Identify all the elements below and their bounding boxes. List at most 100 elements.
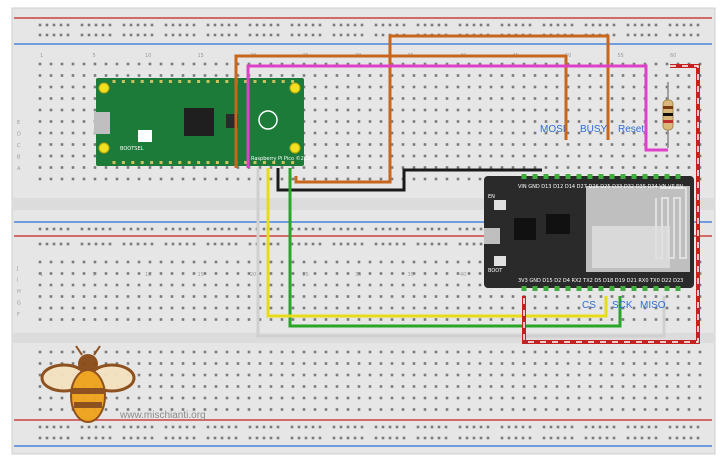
hole	[478, 120, 482, 123]
pico-pin	[150, 80, 154, 83]
hole	[225, 408, 229, 411]
hole	[269, 177, 273, 181]
hole	[395, 425, 399, 429]
hole	[588, 143, 592, 146]
hole	[665, 166, 669, 169]
hole	[445, 350, 449, 354]
power-rails	[14, 17, 712, 447]
hole	[544, 318, 548, 321]
hole	[192, 272, 196, 275]
hole	[563, 425, 567, 429]
hole	[346, 33, 350, 37]
hole	[291, 74, 295, 77]
hole	[374, 227, 378, 231]
hole	[291, 272, 295, 275]
hole	[445, 408, 449, 411]
hole	[401, 62, 405, 66]
hole	[507, 23, 511, 27]
hole	[203, 318, 207, 321]
hole	[489, 306, 493, 310]
hole	[115, 272, 119, 275]
hole	[544, 97, 548, 100]
hole	[346, 408, 350, 411]
hole	[434, 85, 438, 89]
hole	[324, 295, 328, 298]
hole	[379, 272, 383, 275]
hole	[566, 62, 570, 66]
hole	[577, 154, 581, 158]
hole	[108, 436, 112, 440]
hole	[598, 23, 602, 27]
hole	[643, 306, 647, 310]
hole	[555, 74, 559, 77]
hole	[522, 85, 526, 89]
hole	[412, 74, 416, 77]
hole	[676, 74, 680, 77]
hole	[423, 436, 427, 440]
hole	[170, 373, 174, 377]
hole	[437, 425, 441, 429]
hole	[357, 272, 361, 275]
hole	[500, 425, 504, 429]
hole	[122, 242, 126, 246]
hole	[115, 396, 119, 400]
hole	[82, 295, 86, 298]
hole	[423, 108, 427, 112]
esp32-pin	[631, 174, 637, 179]
hole	[93, 85, 97, 89]
hole	[192, 408, 196, 411]
hole	[533, 108, 537, 112]
hole	[423, 242, 427, 246]
hole	[588, 108, 592, 112]
hole	[71, 272, 75, 275]
hole	[225, 166, 229, 169]
hole	[82, 131, 86, 135]
hole	[467, 120, 471, 123]
esp32-pin	[598, 174, 604, 179]
esp32-pin	[587, 286, 593, 291]
hole	[304, 33, 308, 37]
hole	[434, 131, 438, 135]
hole	[445, 362, 449, 365]
hole	[213, 23, 217, 27]
hole	[38, 436, 42, 440]
hole	[71, 143, 75, 146]
hole	[339, 23, 343, 27]
hole	[489, 131, 493, 135]
hole	[599, 306, 603, 310]
hole	[203, 385, 207, 388]
hole	[52, 436, 56, 440]
column-number: 5	[93, 53, 96, 59]
hole	[395, 227, 399, 231]
pico-pin	[253, 161, 257, 164]
hole	[126, 318, 130, 321]
hole	[555, 373, 559, 377]
hole	[522, 120, 526, 123]
hole	[324, 62, 328, 66]
hole	[108, 242, 112, 246]
hole	[302, 350, 306, 354]
hole	[676, 408, 680, 411]
hole	[220, 425, 224, 429]
hole	[675, 23, 679, 27]
hole	[148, 306, 152, 310]
hole	[214, 260, 218, 264]
hole	[643, 373, 647, 377]
hole	[412, 177, 416, 181]
hole	[269, 385, 273, 388]
hole	[38, 154, 42, 158]
hole	[555, 350, 559, 354]
hole	[357, 373, 361, 377]
hole	[368, 408, 372, 411]
hole	[412, 318, 416, 321]
hole	[632, 143, 636, 146]
pico-pins-bottom	[112, 161, 295, 164]
hole	[489, 396, 493, 400]
hole	[486, 436, 490, 440]
hole	[38, 242, 42, 246]
hole	[104, 74, 108, 77]
hole	[181, 260, 185, 264]
hole	[423, 227, 427, 231]
hole	[148, 166, 152, 169]
hole	[137, 283, 141, 287]
